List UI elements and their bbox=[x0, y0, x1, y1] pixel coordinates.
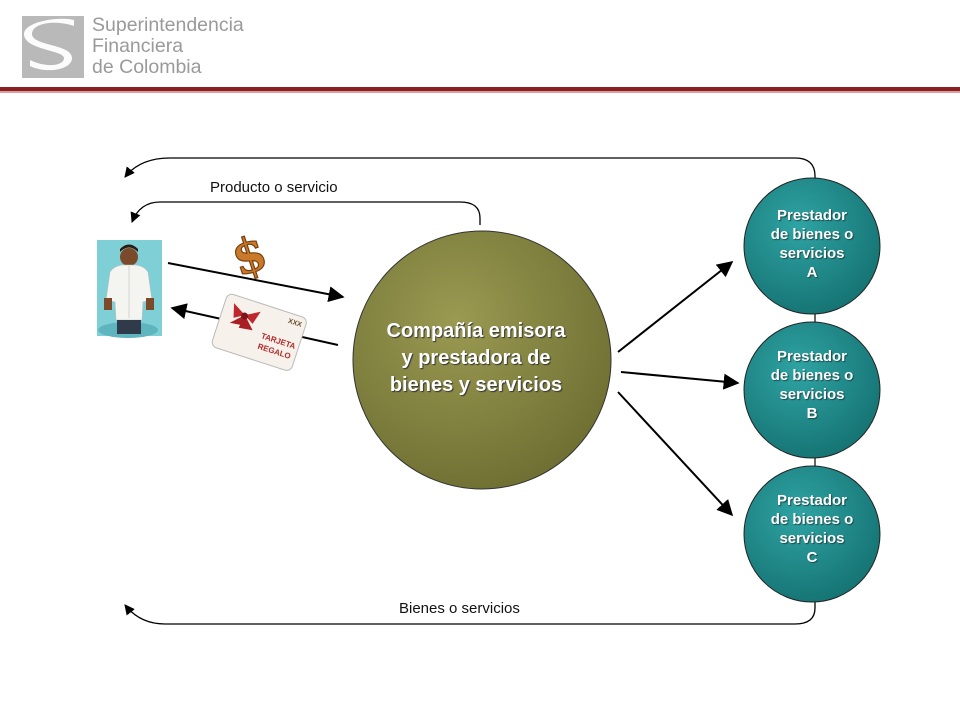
provider-circle-a bbox=[743, 177, 881, 315]
provider-label-line: Prestador bbox=[776, 492, 848, 509]
payment-arrow bbox=[167, 262, 345, 303]
logo-mark-icon bbox=[22, 16, 84, 78]
dollar-sign-icon: $ bbox=[224, 224, 274, 289]
gift-card-icon: XXX TARJETA REGALO bbox=[211, 293, 307, 371]
to-provider-b-arrow bbox=[620, 371, 740, 390]
bottom-flow-arrow bbox=[124, 600, 816, 625]
dollar-glyph: $ bbox=[225, 224, 274, 288]
provider-label-line: servicios bbox=[779, 530, 845, 547]
company-label-line: Compañía emisora bbox=[386, 320, 566, 342]
provider-label-line: Prestador bbox=[776, 207, 848, 224]
top-inner-flow-arrow bbox=[130, 201, 481, 225]
top-outer-flow-arrow bbox=[124, 157, 816, 188]
logo-line: Financiera bbox=[92, 35, 184, 57]
company-label: Compañía emisora y prestadora de bienes … bbox=[356, 318, 596, 399]
provider-label-line: C bbox=[806, 549, 818, 566]
top-flow-label: Producto o servicio bbox=[210, 179, 338, 196]
provider-label-line: Prestador bbox=[776, 348, 848, 365]
bottom-flow-label: Bienes o servicios bbox=[399, 600, 520, 617]
logo-line: Superintendencia bbox=[92, 14, 244, 36]
provider-circle-b bbox=[743, 321, 881, 459]
provider-label-b: Prestador de bienes o servicios B bbox=[752, 347, 872, 423]
logo: Superintendencia Financiera de Colombia bbox=[20, 14, 260, 80]
header-rule-accent bbox=[0, 91, 960, 93]
logo-line: de Colombia bbox=[92, 56, 202, 78]
header-rule bbox=[0, 87, 960, 91]
card-mark-text: XXX bbox=[287, 318, 303, 329]
provider-label-line: servicios bbox=[779, 386, 845, 403]
logo-wordmark: Superintendencia Financiera de Colombia bbox=[92, 15, 244, 78]
provider-label-c: Prestador de bienes o servicios C bbox=[752, 491, 872, 567]
provider-label-line: de bienes o bbox=[770, 511, 854, 528]
provider-label-line: B bbox=[806, 405, 818, 422]
provider-label-line: de bienes o bbox=[770, 367, 854, 384]
person-icon bbox=[97, 240, 162, 338]
provider-circle-c bbox=[743, 465, 881, 603]
to-provider-a-arrow bbox=[617, 261, 734, 353]
provider-label-line: servicios bbox=[779, 245, 845, 262]
company-circle bbox=[352, 230, 612, 490]
provider-label-line: de bienes o bbox=[770, 226, 854, 243]
provider-label-line: A bbox=[806, 264, 818, 281]
provider-label-a: Prestador de bienes o servicios A bbox=[752, 206, 872, 282]
company-label-line: bienes y servicios bbox=[389, 374, 563, 396]
company-label-line: y prestadora de bbox=[401, 347, 551, 369]
to-provider-c-arrow bbox=[617, 391, 734, 517]
